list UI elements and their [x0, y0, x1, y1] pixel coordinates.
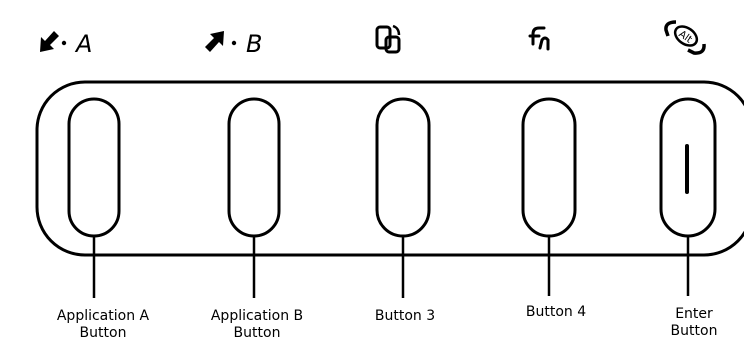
alt-icon: Alt	[664, 20, 706, 55]
fn-icon	[528, 26, 550, 51]
arrow-up-right-icon: B	[205, 30, 262, 58]
button-3-label: Button 3	[374, 308, 436, 324]
button-4[interactable]	[521, 97, 577, 238]
application-a-button[interactable]	[67, 97, 121, 238]
enter-button-label: Enter Button	[670, 306, 718, 339]
svg-text:A: A	[74, 30, 92, 58]
button-3[interactable]	[375, 97, 431, 238]
svg-text:B: B	[246, 30, 262, 58]
window-switch-icon	[375, 24, 401, 54]
arrow-down-left-icon: A	[40, 30, 92, 58]
leader-lines	[92, 236, 690, 298]
application-b-label: Application B Button	[210, 308, 304, 341]
button-4-label: Button 4	[525, 304, 587, 320]
application-b-button[interactable]	[227, 97, 281, 238]
application-a-label: Application A Button	[56, 308, 150, 341]
button-panel-outline	[35, 80, 744, 257]
